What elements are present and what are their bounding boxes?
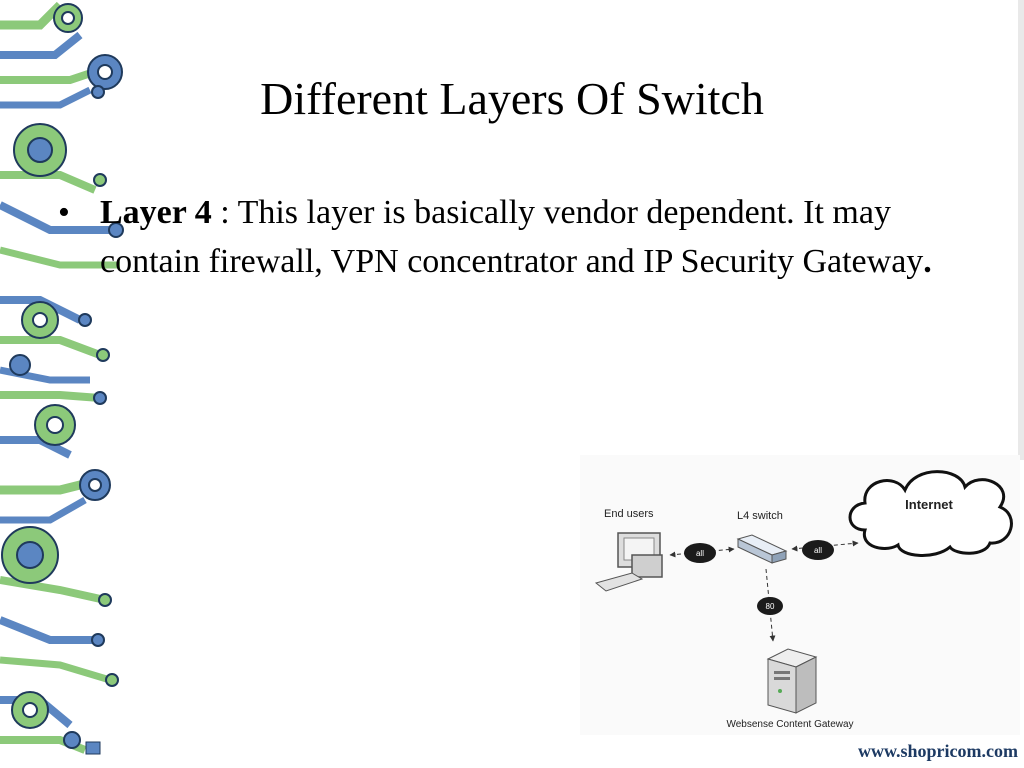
desktop-computer-icon — [594, 532, 663, 592]
circuit-border-decoration — [0, 1, 124, 755]
badge-right-label: all — [814, 546, 822, 555]
slide-title: Different Layers Of Switch — [260, 73, 764, 124]
bullet-text: Layer 4 : This layer is basically vendor… — [100, 188, 960, 286]
bullet-term: Layer 4 — [100, 194, 212, 231]
internet-label: Internet — [905, 497, 953, 512]
footer-url: www.shopricom.com — [858, 741, 1018, 761]
end-users-label: End users — [604, 508, 654, 520]
bullet-marker: • — [58, 194, 70, 231]
badge-left-label: all — [696, 549, 704, 558]
badge-down — [757, 597, 783, 615]
badge-right — [802, 540, 834, 560]
badge-left — [684, 543, 716, 563]
bullet-separator: : — [211, 194, 238, 231]
internet-cloud-icon — [848, 470, 1013, 557]
network-diagram: Internet End users L4 switch all all 80 — [580, 455, 1020, 735]
bullet-end-mark: . — [923, 243, 932, 280]
network-diagram-svg: Internet End users L4 switch all all 80 — [594, 470, 1013, 730]
bullet-description: This layer is basically vendor dependent… — [100, 194, 924, 280]
l4-switch-label: L4 switch — [737, 510, 783, 522]
l4-switch-icon — [736, 534, 788, 564]
right-edge-strip — [1018, 0, 1024, 460]
gateway-label: Websense Content Gateway — [726, 719, 853, 730]
server-icon — [766, 648, 818, 714]
badge-down-label: 80 — [766, 602, 775, 611]
users-switch-link — [669, 546, 735, 558]
